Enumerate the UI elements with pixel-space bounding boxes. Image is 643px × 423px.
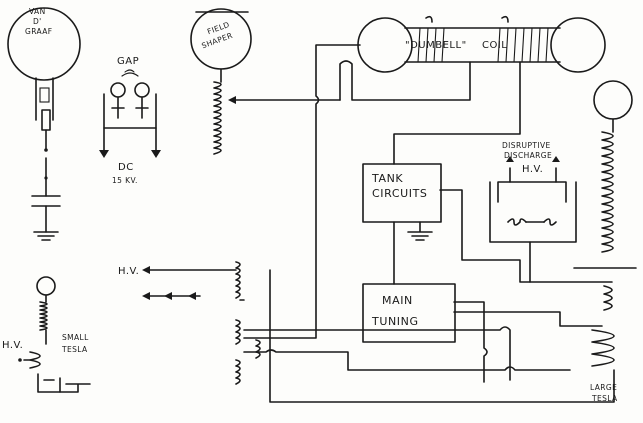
coupling-coil-upper xyxy=(235,261,241,299)
label-field-shaper-2: SHAPER xyxy=(200,31,234,51)
gap-sphere-right xyxy=(134,82,150,98)
van-de-graaff-column xyxy=(35,77,54,121)
field-shaper xyxy=(190,8,252,155)
tank-ground-symbol xyxy=(407,221,433,241)
tank-circuits-box xyxy=(362,163,442,223)
label-dc-voltage: 15 KV. xyxy=(112,176,138,185)
gap-electrodes xyxy=(111,96,149,119)
wire-tank-right xyxy=(439,189,613,283)
wire-upper-feed xyxy=(339,60,471,101)
wire-tank-to-dumbell xyxy=(393,61,521,165)
small-tesla-coil xyxy=(18,276,91,393)
label-large: LARGE xyxy=(590,383,617,392)
dumbell-right-sphere xyxy=(550,17,606,73)
van-de-graaff-resistor xyxy=(41,109,51,131)
disruptive-coil-right xyxy=(543,218,557,226)
disruptive-hv-arrows xyxy=(506,156,560,162)
label-discharge: DISCHARGE xyxy=(504,151,552,160)
large-tesla-secondary xyxy=(601,131,614,253)
coupling-coil-middle xyxy=(235,319,241,345)
label-circuits: CIRCUITS xyxy=(372,187,428,200)
label-main: MAIN xyxy=(382,294,413,307)
van-de-graaff-dome xyxy=(7,7,81,81)
label-hv-disruptive: H.V. xyxy=(522,164,543,175)
dumbell-coil xyxy=(357,15,606,73)
label-small-tesla: TESLA xyxy=(61,345,88,354)
small-tesla-base xyxy=(37,373,61,393)
spark-gap-assembly xyxy=(99,69,161,158)
label-hv-small: H.V. xyxy=(2,340,23,351)
main-tuning-box xyxy=(362,283,456,343)
label-gap: GAP xyxy=(117,56,139,67)
disruptive-discharge xyxy=(497,156,567,226)
gap-leads xyxy=(103,127,157,151)
dumbell-windings xyxy=(417,27,549,63)
label-van-de-graaff-1: VAN xyxy=(29,7,46,16)
label-coil: COIL xyxy=(482,40,507,51)
ground-symbol xyxy=(33,231,59,241)
wire-dumbell-to-left-bus xyxy=(243,44,361,339)
label-small: SMALL xyxy=(62,333,89,342)
field-shaper-coil xyxy=(213,81,222,155)
label-large-tesla: TESLA xyxy=(591,394,618,403)
label-tuning: TUNING xyxy=(371,315,419,328)
dumbell-tube xyxy=(404,27,561,63)
van-de-graaff-generator xyxy=(7,7,81,241)
van-de-graaff-pulley xyxy=(39,87,50,103)
wire-bottom-bus xyxy=(269,269,615,403)
coupling-coil-lower xyxy=(235,359,241,385)
dumbell-taps xyxy=(425,15,509,23)
disruptive-discharge-frame xyxy=(489,181,577,243)
label-van-de-graaff-3: GRAAF xyxy=(25,27,53,36)
label-van-de-graaff-2: D' xyxy=(33,17,42,26)
coupling-coils xyxy=(235,261,261,385)
dumbell-left-sphere xyxy=(357,17,413,73)
label-hv-middle: H.V. xyxy=(118,266,139,277)
disruptive-coil-left xyxy=(507,218,527,226)
gap-spark-icon xyxy=(121,69,139,77)
label-dc: DC xyxy=(118,162,134,173)
small-tesla-secondary xyxy=(39,301,48,331)
dc-terminal-left-arrow xyxy=(99,150,109,158)
wire-main-tuning-right xyxy=(453,301,488,383)
wire-lower-bus xyxy=(239,299,571,371)
small-tesla-sphere xyxy=(36,276,56,296)
large-tesla-coil xyxy=(591,80,633,367)
label-tank: TANK xyxy=(371,172,403,185)
label-disruptive: DISRUPTIVE xyxy=(502,141,551,150)
dc-terminal-right-arrow xyxy=(151,150,161,158)
main-wiring xyxy=(142,44,637,403)
van-de-graaff-capacitor xyxy=(31,195,61,207)
arrow-to-field-shaper xyxy=(228,96,236,104)
large-tesla-primary xyxy=(591,329,615,367)
large-tesla-sphere xyxy=(593,80,633,120)
gap-frame xyxy=(103,93,157,129)
gap-sphere-left xyxy=(110,82,126,98)
label-dumbell: "DUMBELL" xyxy=(405,40,467,51)
small-tesla-primary xyxy=(29,351,41,369)
